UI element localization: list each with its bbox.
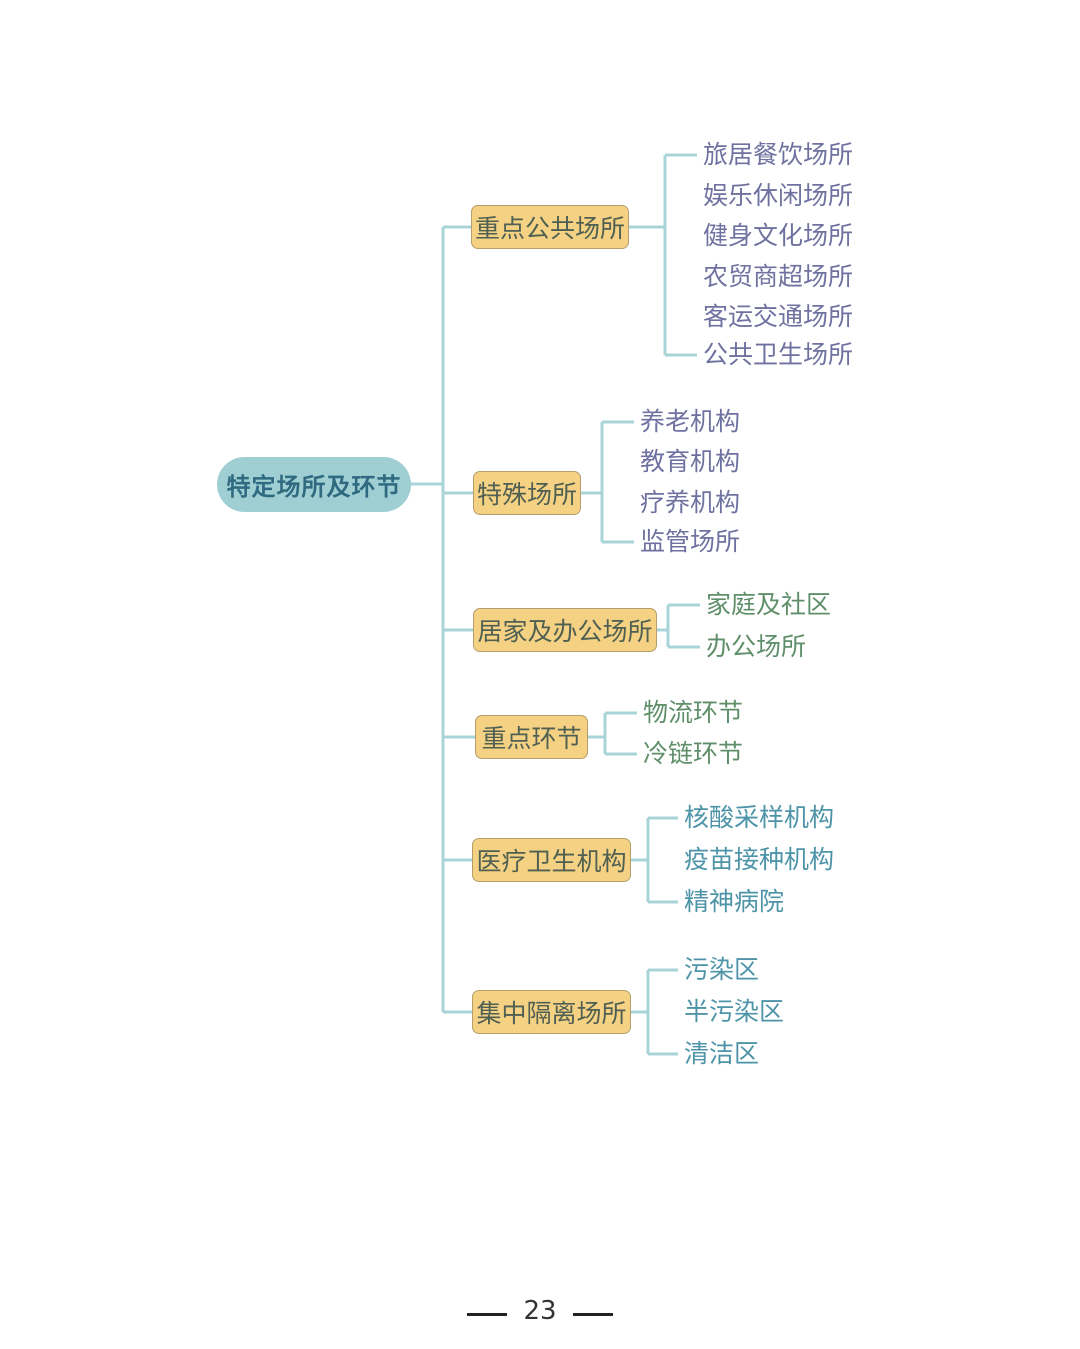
leaf-node: 农贸商超场所 bbox=[703, 262, 854, 291]
leaf-node: 客运交通场所 bbox=[703, 302, 854, 331]
branch-node: 医疗卫生机构 bbox=[472, 838, 631, 882]
leaf-node: 冷链环节 bbox=[643, 739, 744, 768]
leaf-node: 办公场所 bbox=[706, 632, 807, 661]
branch-node: 重点公共场所 bbox=[471, 205, 629, 249]
leaf-node: 清洁区 bbox=[684, 1039, 760, 1068]
leaf-node: 物流环节 bbox=[643, 698, 744, 727]
root-node: 特定场所及环节 bbox=[217, 457, 411, 512]
leaf-node: 污染区 bbox=[684, 955, 760, 984]
branch-node: 集中隔离场所 bbox=[472, 990, 631, 1034]
leaf-node: 家庭及社区 bbox=[706, 590, 832, 619]
leaf-node: 监管场所 bbox=[640, 527, 741, 556]
leaf-node: 半污染区 bbox=[684, 997, 785, 1026]
footer-dash-right bbox=[573, 1313, 613, 1316]
leaf-node: 公共卫生场所 bbox=[703, 340, 854, 369]
leaf-node: 养老机构 bbox=[640, 407, 741, 436]
footer-dash-left bbox=[467, 1313, 507, 1316]
leaf-node: 核酸采样机构 bbox=[684, 803, 835, 832]
branch-node: 重点环节 bbox=[475, 715, 588, 759]
leaf-node: 疫苗接种机构 bbox=[684, 845, 835, 874]
leaf-node: 教育机构 bbox=[640, 447, 741, 476]
leaf-node: 精神病院 bbox=[684, 887, 785, 916]
leaf-node: 疗养机构 bbox=[640, 488, 741, 517]
page-number: 23 bbox=[523, 1296, 557, 1326]
branch-node: 居家及办公场所 bbox=[473, 608, 657, 652]
leaf-node: 健身文化场所 bbox=[703, 221, 854, 250]
branch-node: 特殊场所 bbox=[473, 471, 581, 515]
leaf-node: 旅居餐饮场所 bbox=[703, 140, 854, 169]
leaf-node: 娱乐休闲场所 bbox=[703, 181, 854, 210]
